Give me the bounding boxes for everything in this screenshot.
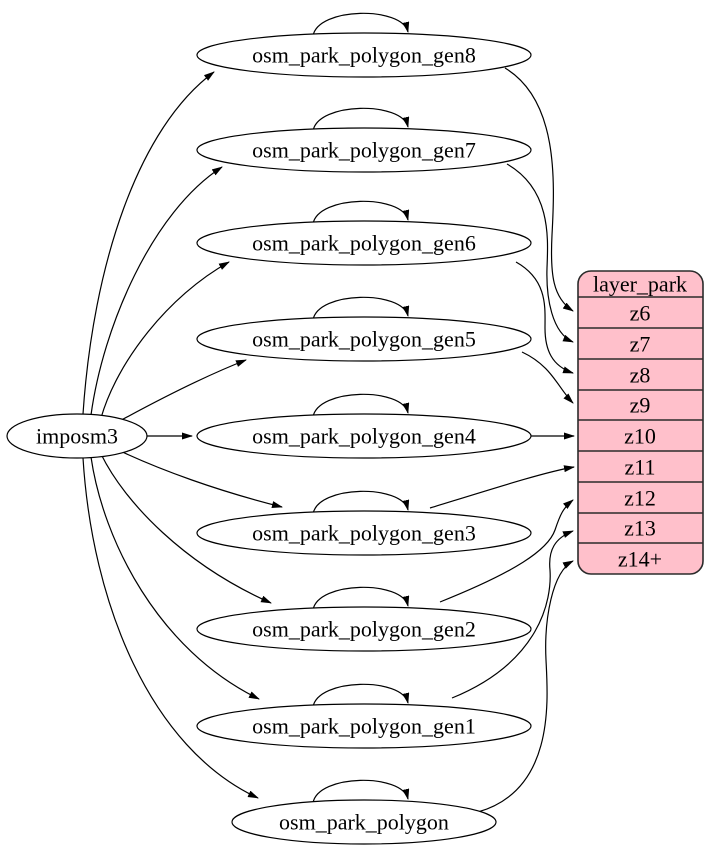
node-osm-park-polygon-gen5: osm_park_polygon_gen5 xyxy=(196,316,532,362)
gen1-label: osm_park_polygon_gen1 xyxy=(252,714,476,739)
osm-park-polygon-label: osm_park_polygon xyxy=(279,810,449,835)
layer-park-title: layer_park xyxy=(593,272,687,297)
self-loop-osm-park-polygon-gen4 xyxy=(312,393,410,418)
osm-park-polygon-ellipse xyxy=(231,799,497,845)
gen4-ellipse xyxy=(196,413,532,459)
edge-osm-park-polygon-gen7-z7 xyxy=(506,163,574,343)
node-osm-park-polygon: osm_park_polygon xyxy=(231,799,497,845)
self-loop-osm-park-polygon xyxy=(312,779,410,804)
edge-imposm3-osm-park-polygon-gen8 xyxy=(82,71,215,415)
gen7-label: osm_park_polygon_gen7 xyxy=(252,138,476,163)
row-z13: z13 xyxy=(624,516,656,541)
node-osm-park-polygon-gen1: osm_park_polygon_gen1 xyxy=(196,703,532,749)
imposm3-ellipse xyxy=(6,413,148,459)
node-osm-park-polygon-gen8: osm_park_polygon_gen8 xyxy=(196,32,532,78)
gen1-ellipse xyxy=(196,703,532,749)
gen6-label: osm_park_polygon_gen6 xyxy=(252,231,476,256)
edge-imposm3-osm-park-polygon-gen6 xyxy=(100,261,230,419)
edge-imposm3-osm-park-polygon xyxy=(82,457,259,799)
row-z7: z7 xyxy=(630,332,651,357)
row-z11: z11 xyxy=(625,455,656,480)
row-z12: z12 xyxy=(624,486,656,511)
row-z14plus: z14+ xyxy=(618,547,662,572)
gen2-label: osm_park_polygon_gen2 xyxy=(252,617,476,642)
gen2-ellipse xyxy=(196,606,532,652)
edge-osm-park-polygon-gen5-z9 xyxy=(521,351,574,404)
layer-park-box xyxy=(577,270,704,575)
gen5-ellipse xyxy=(196,316,532,362)
gen6-ellipse xyxy=(196,220,532,266)
gen3-label: osm_park_polygon_gen3 xyxy=(252,521,476,546)
edge-imposm3-osm-park-polygon-gen5 xyxy=(115,359,247,424)
self-loop-osm-park-polygon-gen2 xyxy=(312,586,410,611)
edge-imposm3-osm-park-polygon-gen2 xyxy=(100,453,272,604)
self-loop-osm-park-polygon-gen3 xyxy=(312,490,410,515)
self-loop-osm-park-polygon-gen1 xyxy=(312,683,410,708)
self-loop-osm-park-polygon-gen6 xyxy=(312,200,410,225)
imposm3-label: imposm3 xyxy=(36,424,118,449)
node-osm-park-polygon-gen2: osm_park_polygon_gen2 xyxy=(196,606,532,652)
edge-osm-park-polygon-gen2-z12 xyxy=(439,499,574,603)
node-imposm3: imposm3 xyxy=(6,413,148,459)
node-osm-park-polygon-gen3: osm_park_polygon_gen3 xyxy=(196,510,532,556)
row-z8: z8 xyxy=(630,363,651,388)
self-loop-osm-park-polygon-gen7 xyxy=(312,107,410,132)
row-z6: z6 xyxy=(630,301,651,326)
row-z9: z9 xyxy=(630,393,651,418)
gen3-ellipse xyxy=(196,510,532,556)
node-osm-park-polygon-gen4: osm_park_polygon_gen4 xyxy=(196,413,532,459)
edge-osm-park-polygon-gen1-z13 xyxy=(451,530,574,699)
edge-imposm3-osm-park-polygon-gen1 xyxy=(90,456,260,700)
row-z10: z10 xyxy=(624,424,656,449)
edge-osm-park-polygon-z14 xyxy=(477,560,574,813)
gen4-label: osm_park_polygon_gen4 xyxy=(252,424,476,449)
gen8-ellipse xyxy=(196,32,532,78)
gen5-label: osm_park_polygon_gen5 xyxy=(252,327,476,352)
self-loop-osm-park-polygon-gen5 xyxy=(312,296,410,321)
self-loop-osm-park-polygon-gen8 xyxy=(312,12,410,37)
gen8-label: osm_park_polygon_gen8 xyxy=(252,43,476,68)
edge-imposm3-osm-park-polygon-gen7 xyxy=(90,166,223,416)
edge-osm-park-polygon-gen8-z6 xyxy=(504,67,574,312)
node-osm-park-polygon-gen6: osm_park_polygon_gen6 xyxy=(196,220,532,266)
edge-imposm3-osm-park-polygon-gen3 xyxy=(115,448,283,508)
edge-osm-park-polygon-gen3-z11 xyxy=(429,465,575,509)
node-osm-park-polygon-gen7: osm_park_polygon_gen7 xyxy=(196,127,532,173)
edge-osm-park-polygon-gen6-z8 xyxy=(515,261,574,374)
node-layer-park: layer_park z6 z7 z8 z9 z10 z11 z12 z13 z… xyxy=(577,270,704,575)
gen7-ellipse xyxy=(196,127,532,173)
